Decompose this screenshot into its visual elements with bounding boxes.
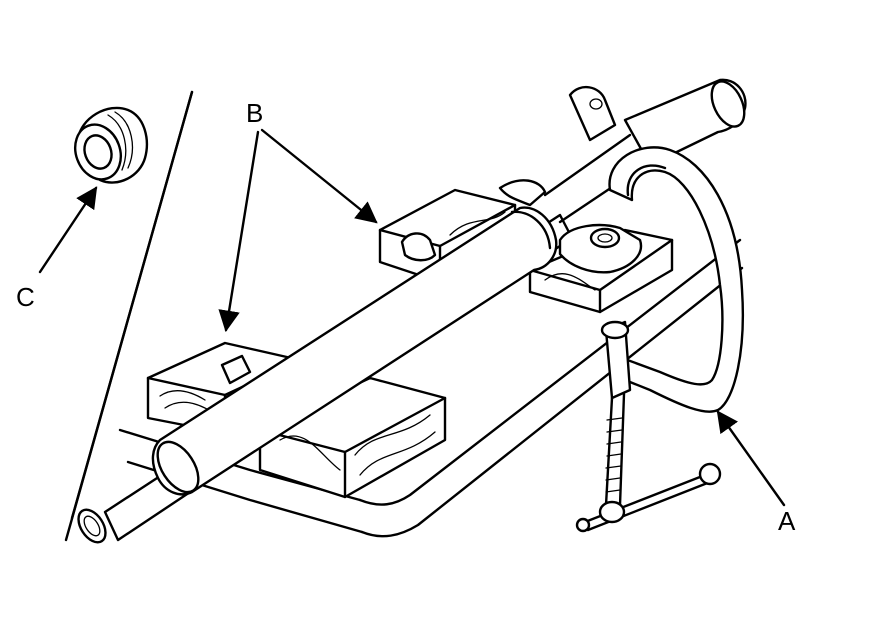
leader-b-rear xyxy=(260,128,378,224)
callout-label-a: A xyxy=(778,506,796,536)
leader-lines xyxy=(38,128,786,507)
seal-c xyxy=(74,106,149,184)
magnification-lines xyxy=(64,90,194,542)
c-clamp xyxy=(575,146,744,533)
callout-label-c: C xyxy=(16,282,35,312)
wood-block-middle xyxy=(258,376,447,499)
rack-housing xyxy=(77,78,747,544)
callout-label-b: B xyxy=(246,98,264,128)
leader-a xyxy=(716,410,786,507)
leader-c xyxy=(38,186,98,274)
leader-b-front xyxy=(218,130,260,333)
